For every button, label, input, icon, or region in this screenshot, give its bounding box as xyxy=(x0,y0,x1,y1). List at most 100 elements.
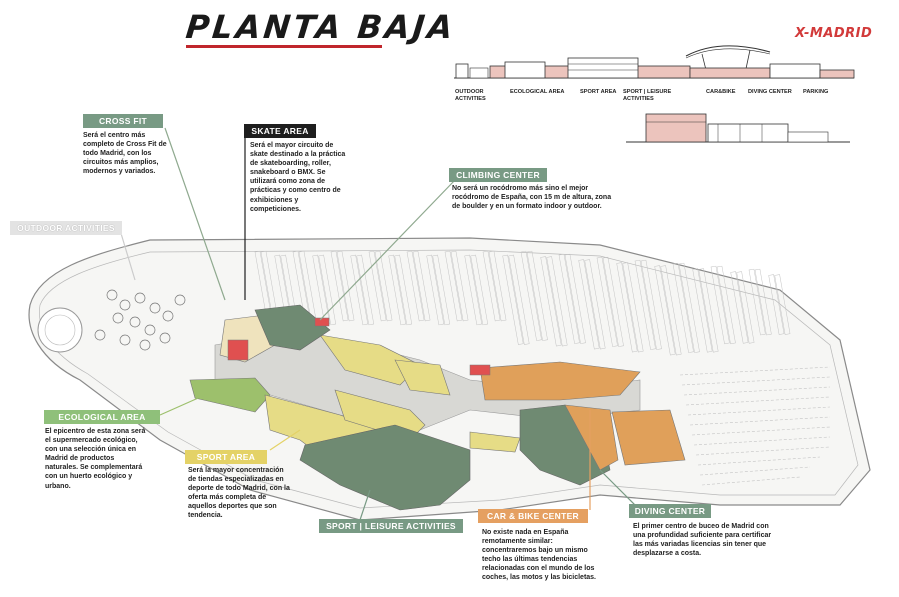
parking-stall xyxy=(716,265,736,345)
parking-row xyxy=(695,446,831,456)
roundabout xyxy=(37,307,83,353)
elevation-label: SPORT AREA xyxy=(580,89,617,95)
parking-stall xyxy=(602,256,624,347)
elevation-label: CAR&BIKE xyxy=(706,89,736,95)
title-underline xyxy=(186,45,382,48)
parking-row xyxy=(679,366,831,376)
parking-area-right xyxy=(679,366,831,486)
climbing-label: CLIMBING CENTER xyxy=(449,168,547,182)
parking-stall xyxy=(470,254,489,326)
parking-stall xyxy=(540,256,562,347)
outdoor-activity-circle xyxy=(149,302,161,314)
diving-zone xyxy=(611,409,686,466)
parking-row xyxy=(691,426,831,436)
ecological-desc: El epicentro de esta zona será el superm… xyxy=(45,428,146,490)
parking-stall xyxy=(388,254,407,326)
leader-diving xyxy=(599,469,641,511)
crossfit-desc: Será el centro más completo de Cross Fit… xyxy=(83,132,167,176)
outdoor-activities-area xyxy=(94,289,186,351)
leader-leisure xyxy=(359,489,371,521)
parking-stall xyxy=(508,254,530,345)
sport-zone-small xyxy=(469,431,521,453)
parking-stall xyxy=(692,268,713,353)
parking-stall xyxy=(698,268,719,353)
outdoor-activity-circle xyxy=(144,324,156,336)
carbike-zone-lower xyxy=(564,404,619,471)
parking-stall xyxy=(654,265,676,356)
parking-row xyxy=(697,456,821,466)
parking-row xyxy=(687,406,831,416)
leader-climbing xyxy=(319,179,456,321)
parking-area xyxy=(254,250,791,356)
parking-stall xyxy=(406,250,425,322)
diving-label: DIVING CENTER xyxy=(629,504,711,518)
parking-stall xyxy=(672,262,694,353)
parking-stall xyxy=(748,268,766,336)
carbike-label: CAR & BIKE CENTER xyxy=(478,509,588,523)
parking-stall xyxy=(426,254,445,326)
outdoor-activity-circle xyxy=(119,334,131,346)
ecological-zone xyxy=(189,377,271,413)
elevation-label: SPORT | LEISURE ACTIVITIES xyxy=(623,89,672,102)
outdoor-activity-circle xyxy=(134,292,146,304)
parking-stall xyxy=(450,250,469,322)
outdoor-activity-circle xyxy=(159,332,171,344)
parking-stall xyxy=(488,250,507,322)
crossfit-label: CROSS FIT xyxy=(83,114,163,128)
parking-stall xyxy=(502,254,524,345)
climbing-desc: No será un rocódromo más sino el mejor r… xyxy=(452,185,612,211)
parking-stall xyxy=(596,256,618,347)
parking-stall xyxy=(634,259,656,350)
parking-stall xyxy=(710,265,730,345)
leisure-zone xyxy=(299,424,471,511)
outdoor-activity-circle xyxy=(112,312,124,324)
skate-label: SKATE AREA xyxy=(244,124,316,138)
parking-stall xyxy=(330,250,349,322)
parking-stall xyxy=(564,253,586,344)
parking-stall xyxy=(622,262,644,353)
sport-desc: Será la mayor concentración de tiendas e… xyxy=(188,467,290,520)
outdoor-activity-circle xyxy=(129,316,141,328)
parking-row xyxy=(693,436,831,446)
parking-row xyxy=(689,416,831,426)
outdoor-activity-circle xyxy=(162,310,174,322)
outdoor-activity-circle xyxy=(174,294,186,306)
parking-row xyxy=(685,396,831,406)
parking-row xyxy=(699,466,811,476)
elevation-label: DIVING CENTER xyxy=(748,89,792,95)
parking-row xyxy=(683,386,831,396)
parking-stall xyxy=(464,254,483,326)
carbike-desc: No existe nada en España remotamente sim… xyxy=(482,529,596,582)
parking-stall xyxy=(412,250,431,322)
outdoor-label: OUTDOOR ACTIVITIES xyxy=(10,221,122,235)
parking-stall xyxy=(584,259,606,350)
parking-stall xyxy=(394,254,413,326)
skate-desc: Será el mayor circuito de skate destinad… xyxy=(250,142,346,213)
parking-stall xyxy=(356,254,375,326)
parking-stall xyxy=(546,256,568,347)
elevation-label: PARKING xyxy=(803,89,829,95)
parking-stall xyxy=(768,274,785,335)
parking-stall xyxy=(754,268,772,336)
brand-logo: X-MADRID xyxy=(795,26,873,41)
parking-stall xyxy=(482,250,501,322)
parking-stall xyxy=(374,250,393,322)
parking-stall xyxy=(368,250,387,322)
leader-ecological xyxy=(159,394,206,416)
parking-stall xyxy=(774,274,791,335)
parking-stall xyxy=(558,253,580,344)
leader-sport xyxy=(269,429,301,451)
parking-stall xyxy=(350,254,369,326)
outdoor-activity-circle xyxy=(106,289,118,301)
parking-stall xyxy=(336,250,355,322)
outdoor-activity-circle xyxy=(119,299,131,311)
leader-outdoor xyxy=(119,229,136,281)
leader-crossfit xyxy=(164,127,226,301)
ecological-label: ECOLOGICAL AREA xyxy=(44,410,160,424)
carbike-zone xyxy=(479,361,641,401)
parking-stall xyxy=(616,262,638,353)
parking-stall xyxy=(578,259,600,350)
sport-zone-mid xyxy=(394,359,451,396)
